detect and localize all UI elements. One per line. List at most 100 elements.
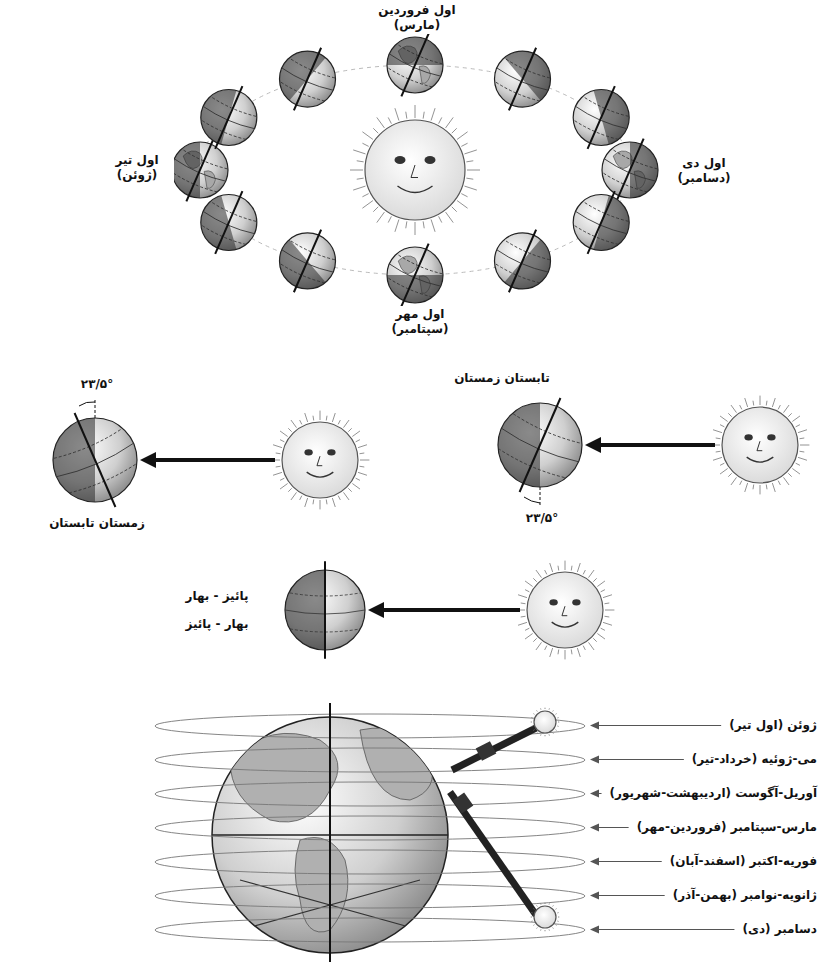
sun-ray [348,488,351,491]
sun-ray [291,492,297,500]
sun-ray [360,452,365,454]
sun-ray [557,566,559,571]
sun-ray [431,108,435,120]
sun-ray [740,481,742,485]
sun-ray [728,473,731,476]
sun-ray [358,445,367,448]
sun-ray [357,178,364,179]
sun-ray [362,143,368,146]
sun-ray [731,477,737,485]
sun-ray [539,905,540,906]
sun-ray [533,911,534,912]
earth-globe [383,34,446,97]
sun-ray [362,194,368,197]
ray-marker [476,741,497,761]
sun-ray [539,928,540,929]
earth-axis [588,86,615,149]
sun-ray [798,430,807,433]
sun-ray [360,460,369,461]
sun-ray [545,903,546,904]
sun-ray [338,496,340,500]
sun-ray [362,201,373,209]
leader-head [590,892,599,900]
sun-ray [439,216,442,222]
sun [271,411,370,510]
sun-ray [557,650,559,655]
sun-nose [562,606,567,616]
sun-ray [540,734,541,735]
light-arrow [154,458,275,462]
sun-ray [545,646,547,650]
sun-ray [305,498,308,507]
sun-ray [557,914,558,915]
month-label: آوریل-آگوست (اردیبهشت-شهریور) [608,785,819,802]
sun-ray [554,926,555,927]
sun-ray [273,472,282,475]
earth-globe [492,398,586,492]
sun-ray [716,451,721,453]
sun-ray [415,222,416,235]
sun-ray [556,727,557,728]
month-label: ژوئن (اول تیر) [727,717,819,734]
sun-ray [605,602,610,604]
sun-ray [536,733,538,734]
leader-head [590,756,599,764]
sun-ray [772,483,775,492]
sun-ray [760,396,761,405]
sun-ray [550,905,551,906]
sun-ray [461,143,467,146]
sun-ray [601,590,605,592]
sun-ray [356,440,360,442]
night-side [504,240,562,301]
sun-disc [527,572,603,648]
sun-ray [395,219,399,231]
sun-disc [365,120,465,220]
sun-ray [377,117,385,128]
sun-ray [788,413,791,416]
sun-ray [740,405,742,409]
sun-ray [464,186,476,190]
sun-ray [531,912,532,913]
sun-ray [536,710,538,711]
sun-ray [597,581,605,587]
sun-ray [792,469,800,475]
night-side [387,275,443,303]
earth-globe [268,40,338,111]
sun-ray [550,733,551,734]
sun-ray [300,496,302,500]
night-side [498,403,540,487]
vertical-guide [540,487,541,507]
earth-globe [285,561,365,659]
sun-ray [540,929,541,930]
sun-disc [534,711,556,733]
sun-ray [535,712,536,713]
sun-ray [545,570,547,574]
season-label: تابستان زمستان [440,370,564,387]
earth-globe [569,191,635,257]
light-arrow [382,608,520,612]
sun-ray [533,727,534,728]
sun-ray [552,928,554,929]
sun-ray [542,734,543,735]
continent [204,171,215,189]
sun-ray [525,581,533,587]
sun-ray [545,735,546,736]
sun-ray [760,485,761,494]
sun-ray [556,924,557,926]
sun-ray [360,466,365,468]
sun-ray [593,578,596,581]
sun-ray [326,416,328,421]
sun-ray [716,437,721,439]
sun-ray [772,398,775,407]
earth-globe [194,191,259,257]
sun-ray [550,563,553,572]
season-label: بهار - پائیز [160,616,274,633]
sun-ray [531,921,532,922]
sun-ray [353,150,365,154]
sun-ray [796,463,800,465]
date-label: اول تیر (ژوئن) [100,152,174,184]
sun-ray [565,561,566,570]
arrow-head [140,452,156,468]
earth-axis [294,230,321,293]
sun-ray [518,622,527,625]
